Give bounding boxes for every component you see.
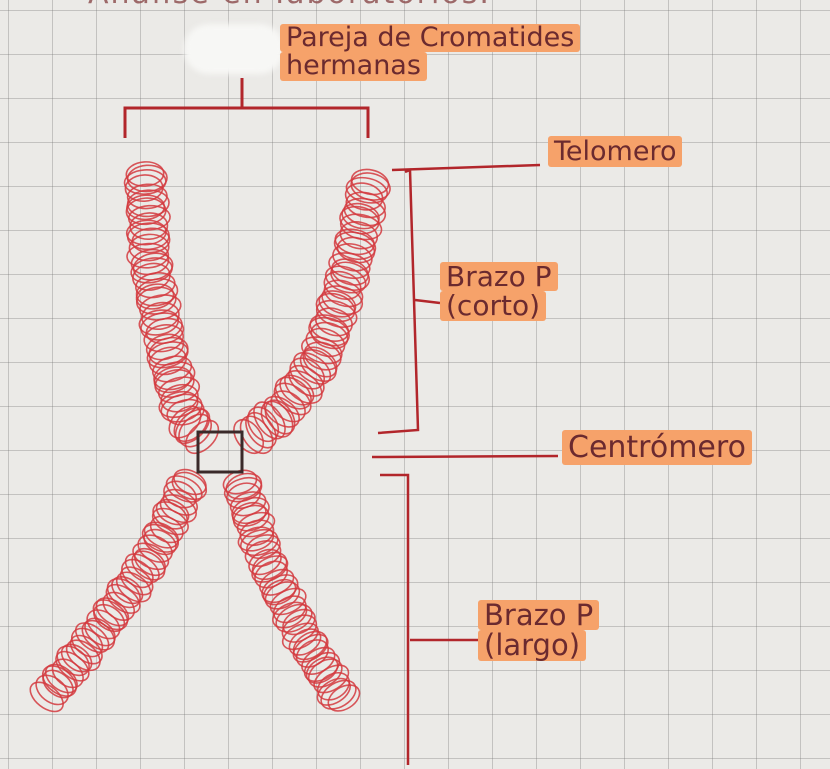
lower-right-arm xyxy=(220,466,364,716)
long-arm-label-line2: (largo) xyxy=(478,630,586,660)
chromatid-pair xyxy=(25,161,393,717)
short-arm-label-line2: (corto) xyxy=(440,291,546,320)
lower-left-arm xyxy=(25,465,211,718)
telomere-label-text: Telomero xyxy=(548,136,682,167)
upper-right-arm xyxy=(228,166,393,459)
sister-chromatids-label-line2: hermanas xyxy=(280,52,427,80)
sister-chromatids-bracket xyxy=(125,78,368,138)
header-cut-text: Analise en Iaboratorios. xyxy=(88,0,491,10)
short-arm-label-line1: Brazo P xyxy=(440,262,558,291)
telomere-label: Telomero xyxy=(548,138,682,166)
short-arm-label: Brazo P (corto) xyxy=(440,262,558,321)
centromere-label-text: Centrómero xyxy=(562,430,752,465)
sister-chromatids-label: Pareja de Cromatides hermanas xyxy=(280,24,580,81)
pointer-lines xyxy=(372,165,558,765)
upper-left-arm xyxy=(124,161,225,460)
sister-chromatids-label-line1: Pareja de Cromatides xyxy=(280,24,580,52)
long-arm-label: Brazo P (largo) xyxy=(478,600,599,661)
centromere-label: Centrómero xyxy=(562,432,752,464)
long-arm-label-line1: Brazo P xyxy=(478,600,599,630)
